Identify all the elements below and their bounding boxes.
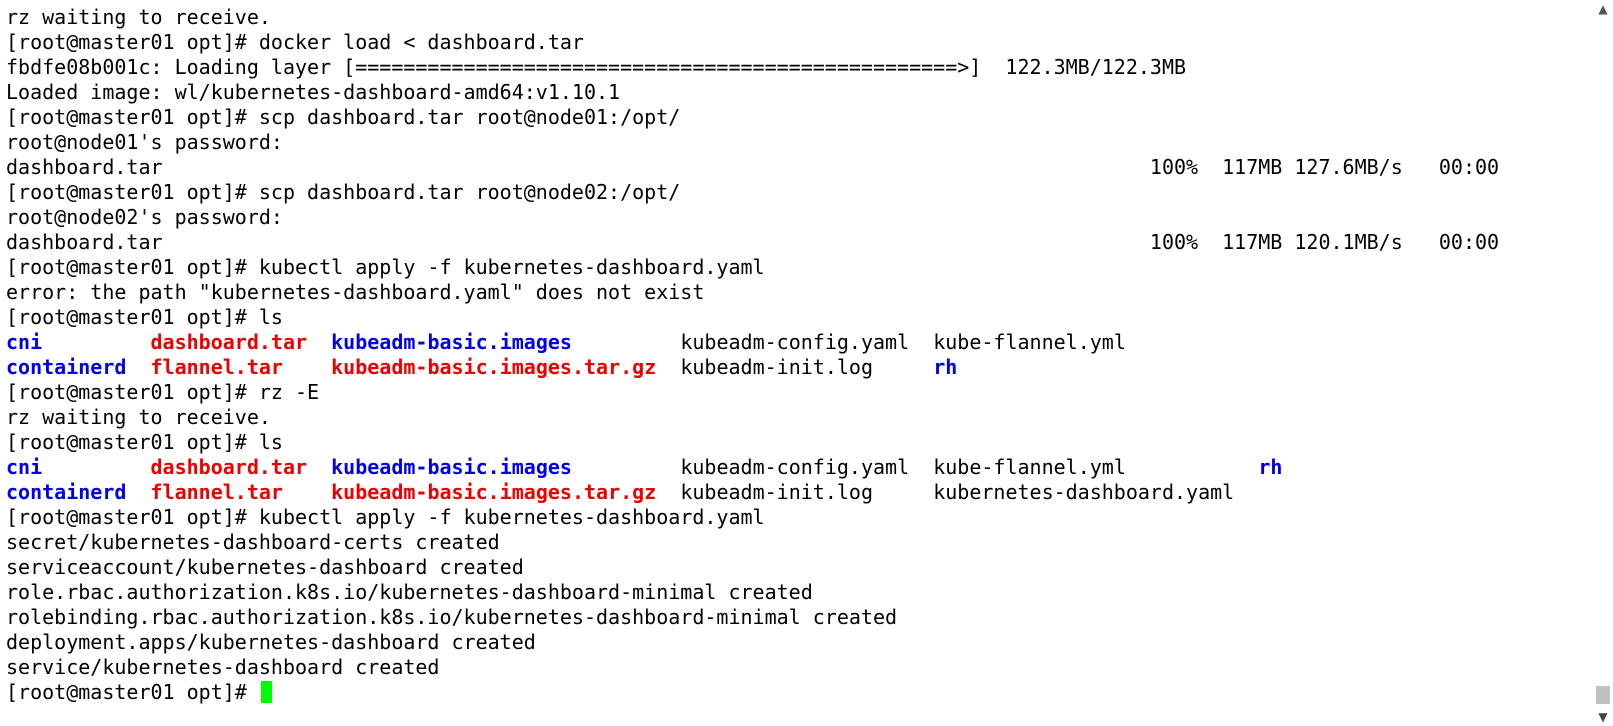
terminal-line: [root@master01 opt]# kubectl apply -f ku… <box>6 505 1590 530</box>
terminal-text: rz waiting to receive. <box>6 5 271 29</box>
terminal-text: [root@master01 opt]# ls <box>6 430 283 454</box>
terminal-line: root@node01's password: <box>6 130 1590 155</box>
terminal-text: [root@master01 opt]# kubectl apply -f ku… <box>6 255 765 279</box>
terminal-text: [root@master01 opt]# scp dashboard.tar r… <box>6 180 681 204</box>
chevron-up-icon[interactable]: ▲ <box>1598 2 1608 16</box>
terminal-text: fbdfe08b001c: Loading layer [===========… <box>6 55 1187 79</box>
terminal-text: kubeadm-config.yaml kube-flannel.yml <box>571 455 1259 479</box>
terminal-line: rz waiting to receive. <box>6 5 1590 30</box>
terminal-line: dashboard.tar 100% 117MB 120.1MB/s 00:00 <box>6 230 1590 255</box>
archive-file-name: dashboard.tar <box>150 330 308 354</box>
terminal-text: deployment.apps/kubernetes-dashboard cre… <box>6 630 536 654</box>
directory-name: containerd <box>6 480 127 504</box>
archive-file-name: dashboard.tar <box>150 455 308 479</box>
terminal-line: secret/kubernetes-dashboard-certs create… <box>6 530 1590 555</box>
vertical-scrollbar[interactable]: ▲ ▼ <box>1593 0 1613 726</box>
terminal-text <box>42 330 150 354</box>
terminal-line: [root@master01 opt]# ls <box>6 305 1590 330</box>
scrollbar-thumb[interactable] <box>1596 686 1610 704</box>
terminal-line: [root@master01 opt]# rz -E <box>6 380 1590 405</box>
terminal-text: [root@master01 opt]# scp dashboard.tar r… <box>6 105 681 129</box>
terminal-line: root@node02's password: <box>6 205 1590 230</box>
terminal-text: [root@master01 opt]# ls <box>6 305 283 329</box>
terminal-text: [root@master01 opt]# docker load < dashb… <box>6 30 584 54</box>
terminal-text: Loaded image: wl/kubernetes-dashboard-am… <box>6 80 621 104</box>
directory-name: rh <box>933 355 958 379</box>
terminal-line: cni dashboard.tar kubeadm-basic.images k… <box>6 455 1590 480</box>
terminal-line: containerd flannel.tar kubeadm-basic.ima… <box>6 480 1590 505</box>
terminal-text: serviceaccount/kubernetes-dashboard crea… <box>6 555 524 579</box>
terminal-line: [root@master01 opt]# docker load < dashb… <box>6 30 1590 55</box>
archive-file-name: flannel.tar <box>150 355 283 379</box>
archive-file-name: kubeadm-basic.images.tar.gz <box>331 480 657 504</box>
terminal-line: [root@master01 opt]# scp dashboard.tar r… <box>6 105 1590 130</box>
terminal-text: rolebinding.rbac.authorization.k8s.io/ku… <box>6 605 898 629</box>
directory-name: rh <box>1258 455 1283 479</box>
terminal-text: rz waiting to receive. <box>6 405 271 429</box>
terminal-cursor <box>260 681 272 703</box>
terminal-text: kubeadm-init.log kubernetes-dashboard.ya… <box>656 480 1235 504</box>
terminal-line: fbdfe08b001c: Loading layer [===========… <box>6 55 1590 80</box>
terminal-prompt: [root@master01 opt]# <box>6 680 259 704</box>
terminal-prompt-line[interactable]: [root@master01 opt]# <box>6 680 1590 705</box>
archive-file-name: flannel.tar <box>150 480 283 504</box>
terminal-text: service/kubernetes-dashboard created <box>6 655 440 679</box>
terminal-line: deployment.apps/kubernetes-dashboard cre… <box>6 630 1590 655</box>
terminal-line: [root@master01 opt]# scp dashboard.tar r… <box>6 180 1590 205</box>
terminal-text <box>283 355 331 379</box>
terminal-line: service/kubernetes-dashboard created <box>6 655 1590 680</box>
directory-name: kubeadm-basic.images <box>331 455 572 479</box>
terminal-text: secret/kubernetes-dashboard-certs create… <box>6 530 500 554</box>
terminal-line: cni dashboard.tar kubeadm-basic.images k… <box>6 330 1590 355</box>
terminal-text: role.rbac.authorization.k8s.io/kubernete… <box>6 580 813 604</box>
terminal-text: dashboard.tar 100% 117MB 127.6MB/s 00:00 <box>6 155 1500 179</box>
terminal-text: [root@master01 opt]# rz -E <box>6 380 320 404</box>
terminal-text <box>126 480 150 504</box>
terminal-text <box>126 355 150 379</box>
terminal-text <box>307 330 331 354</box>
terminal-text: dashboard.tar 100% 117MB 120.1MB/s 00:00 <box>6 230 1500 254</box>
terminal-line: containerd flannel.tar kubeadm-basic.ima… <box>6 355 1590 380</box>
terminal-text: [root@master01 opt]# kubectl apply -f ku… <box>6 505 765 529</box>
terminal-text <box>307 455 331 479</box>
terminal-text <box>42 455 150 479</box>
terminal-line: rz waiting to receive. <box>6 405 1590 430</box>
terminal-line: rolebinding.rbac.authorization.k8s.io/ku… <box>6 605 1590 630</box>
directory-name: cni <box>6 330 43 354</box>
terminal-text: error: the path "kubernetes-dashboard.ya… <box>6 280 705 304</box>
terminal-line: role.rbac.authorization.k8s.io/kubernete… <box>6 580 1590 605</box>
terminal-text <box>283 480 331 504</box>
directory-name: containerd <box>6 355 127 379</box>
directory-name: kubeadm-basic.images <box>331 330 572 354</box>
terminal-line: Loaded image: wl/kubernetes-dashboard-am… <box>6 80 1590 105</box>
terminal-line: [root@master01 opt]# ls <box>6 430 1590 455</box>
terminal-lines: rz waiting to receive.[root@master01 opt… <box>6 5 1590 680</box>
terminal-text: root@node02's password: <box>6 205 283 229</box>
terminal-text: kubeadm-config.yaml kube-flannel.yml <box>571 330 1126 354</box>
terminal-line: [root@master01 opt]# kubectl apply -f ku… <box>6 255 1590 280</box>
terminal-text: root@node01's password: <box>6 130 283 154</box>
terminal-line: serviceaccount/kubernetes-dashboard crea… <box>6 555 1590 580</box>
terminal-line: dashboard.tar 100% 117MB 127.6MB/s 00:00 <box>6 155 1590 180</box>
directory-name: cni <box>6 455 43 479</box>
archive-file-name: kubeadm-basic.images.tar.gz <box>331 355 657 379</box>
terminal-line: error: the path "kubernetes-dashboard.ya… <box>6 280 1590 305</box>
terminal-text: kubeadm-init.log <box>656 355 934 379</box>
chevron-down-icon[interactable]: ▼ <box>1598 710 1608 724</box>
